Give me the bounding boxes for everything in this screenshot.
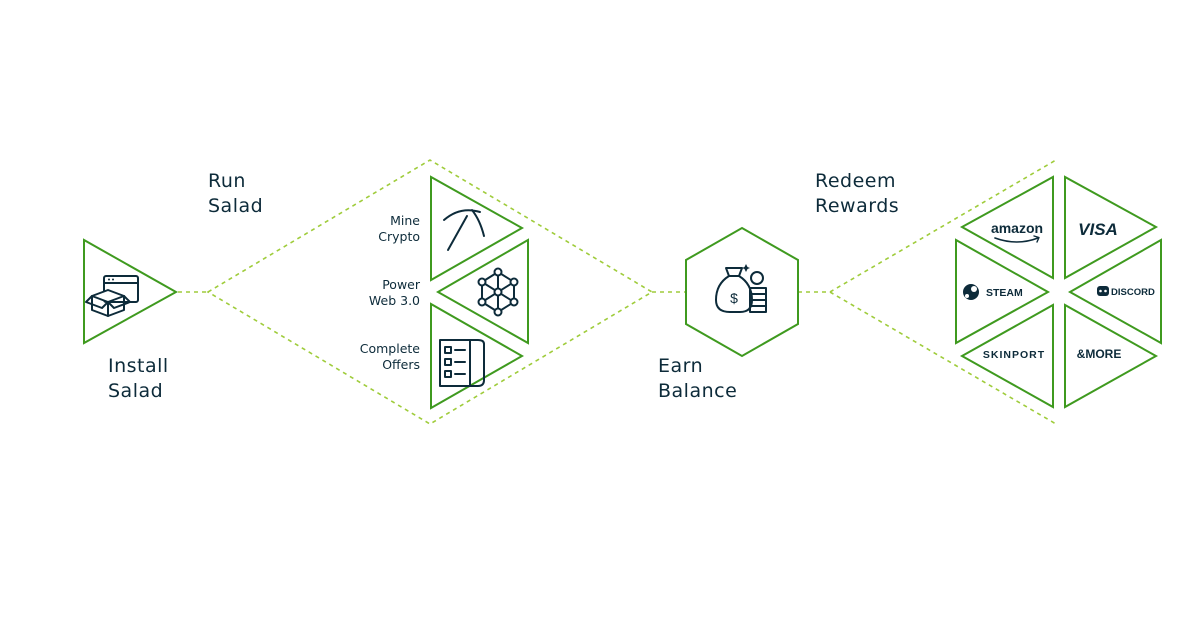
skinport-logo: SKINPORT	[983, 349, 1045, 361]
web3-label-line1: Power	[382, 277, 421, 292]
earn-step: $ Earn Balance	[658, 226, 799, 402]
connector-lines	[178, 159, 1057, 425]
install-label-line1: Install	[108, 355, 169, 377]
offers-triangle	[430, 302, 525, 410]
mine-label-line1: Mine	[390, 213, 420, 228]
svg-text:$: $	[730, 290, 738, 306]
more-triangle	[1064, 303, 1159, 409]
redeem-label-line2: Rewards	[815, 195, 899, 217]
steam-logo: STEAM	[986, 287, 1023, 299]
steam-icon	[963, 284, 979, 300]
steam-triangle	[955, 238, 1051, 345]
earn-hexagon	[685, 226, 799, 358]
earn-label-line2: Balance	[658, 380, 737, 402]
earn-label-line1: Earn	[658, 355, 703, 377]
offers-label-line2: Offers	[382, 357, 420, 372]
install-box-icon	[85, 275, 139, 317]
mine-label-line2: Crypto	[378, 229, 420, 244]
more-label: &MORE	[1077, 347, 1122, 361]
amazon-logo: amazon	[991, 220, 1043, 236]
discord-icon	[1097, 286, 1109, 296]
mine-triangle	[430, 175, 525, 282]
install-triangle	[83, 238, 179, 345]
install-step: Install Salad	[83, 238, 179, 402]
run-step: Run Salad Mine Crypto Power Web 3.0	[208, 170, 529, 410]
skinport-triangle	[959, 303, 1054, 409]
run-label-line2: Salad	[208, 195, 263, 217]
offers-label-line1: Complete	[360, 341, 421, 356]
redeem-step: Redeem Rewards amazon VISA STEAM DISCORD…	[815, 170, 1162, 409]
run-label-line1: Run	[208, 170, 246, 192]
checklist-icon	[439, 339, 485, 387]
money-bag-icon: $	[715, 264, 767, 313]
discord-triangle	[1067, 238, 1162, 345]
visa-triangle	[1064, 175, 1159, 280]
amazon-triangle	[959, 175, 1054, 280]
visa-logo: VISA	[1078, 220, 1118, 239]
pickaxe-icon	[443, 209, 485, 251]
install-label-line2: Salad	[108, 380, 163, 402]
network-icon	[477, 267, 519, 317]
redeem-label-line1: Redeem	[815, 170, 896, 192]
web3-label-line2: Web 3.0	[369, 293, 420, 308]
discord-logo: DISCORD	[1111, 287, 1155, 298]
